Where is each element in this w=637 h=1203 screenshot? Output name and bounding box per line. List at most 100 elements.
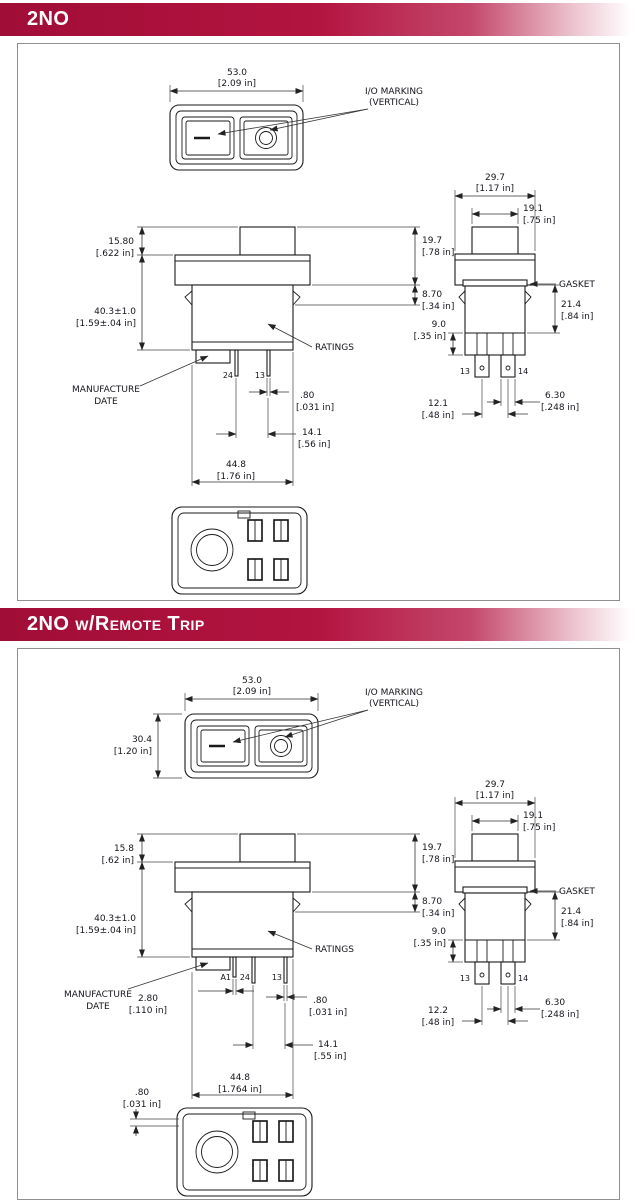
dim-terminal-width-in: [.248 in] <box>541 403 579 413</box>
dim-clip-depth-in: [.34 in] <box>422 302 454 312</box>
actuator-outline-end-rt <box>471 833 519 862</box>
io-marking-label-rt: I/O MARKING <box>365 688 423 698</box>
o-marking-rt <box>270 735 292 757</box>
dim-step-height-rt: 9.0 [.35 in] <box>414 927 463 963</box>
gasket-label-rt: GASKET <box>559 887 595 897</box>
dim-body-height-mm: 21.4 <box>561 300 581 310</box>
dim-terminal-pitch-rt-in: [.55 in] <box>314 1052 346 1062</box>
gasket-callout-rt: GASKET <box>529 887 595 897</box>
manufacture-date-callout: MANUFACTURE DATE <box>72 355 209 407</box>
bottom-view <box>171 506 308 595</box>
dim-step-height-in: [.35 in] <box>414 332 446 342</box>
mounting-clip-left <box>184 290 193 306</box>
terminal-a1-blade <box>232 956 237 978</box>
dim-terminal-thickness-mm: .80 <box>300 391 315 401</box>
dim-front-width-rt-mm: 53.0 <box>242 676 262 686</box>
dim-total-height-rt-in: [1.59±.04 in] <box>76 926 136 936</box>
dim-bezel-height-rt-mm: 19.7 <box>422 843 442 853</box>
date-label-rt: DATE <box>86 1002 110 1012</box>
terminal-a1-label: A1 <box>220 973 231 982</box>
drawing-panel-2no: 53.0 [2.09 in] I/O MARKING (VERTICAL) 24… <box>17 43 620 601</box>
drawing-2no-remote-trip-svg: 53.0 [2.09 in] 30.4 [1.20 in] I/O MARKIN… <box>64 676 595 1197</box>
dim-clip-depth-mm: 8.70 <box>422 290 442 300</box>
terminal-14-label-end-rt: 14 <box>518 974 528 983</box>
dim-clip-depth-rt-mm: 8.70 <box>422 897 442 907</box>
dim-terminal-thickness-rt-in: [.031 in] <box>309 1008 347 1018</box>
base-block-rt <box>195 956 231 971</box>
dim-front-width-in: [2.09 in] <box>218 79 256 89</box>
dim-flange-width-rt: 29.7 [1.17 in] <box>454 780 536 858</box>
section-banner-2no-remote-trip: 2NO w/Remote Trip <box>0 608 637 641</box>
dim-body-height: 21.4 [.84 in] <box>527 284 593 334</box>
dim-body-height-rt: 21.4 [.84 in] <box>527 891 593 941</box>
bottom-tab-rt <box>242 1111 256 1120</box>
gasket-band-rt <box>462 886 528 894</box>
dim-actuator-width: 19.1 [.75 in] <box>471 204 555 226</box>
terminal-13-blade-rt <box>283 956 288 984</box>
body-outline-rt <box>191 891 294 958</box>
dim-terminal-pitch-side-rt: 14.1 [.55 in] <box>233 985 346 1062</box>
front-bezel-outline <box>169 104 304 171</box>
terminal-24-label-rt: 24 <box>240 973 250 982</box>
terminal-24-label: 24 <box>223 371 233 380</box>
dim-step-height: 9.0 [.35 in] <box>414 320 463 356</box>
dim-terminal-thickness-in: [.031 in] <box>296 403 334 413</box>
clip-left-end <box>458 290 466 305</box>
dim-bezel-height: 19.7 [.78 in] <box>297 226 454 286</box>
terminal-13-label-end-rt: 13 <box>460 974 470 983</box>
dim-clip-depth-rt-in: [.34 in] <box>422 909 454 919</box>
dim-actuator-width-rt: 19.1 [.75 in] <box>471 811 555 833</box>
dim-terminal-width-rt: 6.30 [.248 in] <box>487 986 579 1020</box>
dim-actuator-height: 15.80 [.622 in] <box>96 226 238 259</box>
dim-terminal-width-rt-mm: 6.30 <box>545 998 565 1008</box>
dim-terminal-pitch-end-mm: 12.1 <box>428 399 448 409</box>
front-bezel-outline-rt <box>184 713 319 779</box>
dim-actuator-height-rt-in: [.62 in] <box>102 856 134 866</box>
gasket-band <box>462 279 528 287</box>
ratings-callout-rt: RATINGS <box>267 930 354 955</box>
dim-terminal-pitch-end: 12.1 [.48 in] <box>422 379 528 421</box>
io-marking-label-rt-2: (VERTICAL) <box>369 699 419 709</box>
dim-total-height: 40.3±1.0 [1.59±.04 in] <box>76 254 190 351</box>
actuator-outline <box>239 226 296 256</box>
dim-front-width-rt: 53.0 [2.09 in] <box>184 676 319 711</box>
dim-terminal-pitch-rt-mm: 14.1 <box>318 1040 338 1050</box>
dim-front-width-mm: 53.0 <box>227 68 247 78</box>
dim-a1-width-mm: 2.80 <box>138 994 158 1004</box>
dim-flange-width-in: [1.17 in] <box>476 184 514 194</box>
dim-bezel-height-rt: 19.7 [.78 in] <box>297 833 454 893</box>
terminal-13-label-end: 13 <box>460 367 470 376</box>
dim-actuator-width-in: [.75 in] <box>523 216 555 226</box>
terminal-13-label-rt: 13 <box>272 973 282 982</box>
dim-front-height-rt-mm: 30.4 <box>132 735 152 745</box>
bottom-boss-rt <box>195 1130 239 1174</box>
body-outline <box>191 284 294 351</box>
dim-actuator-height-in: [.622 in] <box>96 249 134 259</box>
dim-body-width-mm: 44.8 <box>226 460 246 470</box>
dim-front-width-rt-in: [2.09 in] <box>233 687 271 697</box>
ratings-label: RATINGS <box>315 343 354 353</box>
dim-body-height-rt-mm: 21.4 <box>561 907 581 917</box>
dim-body-width-rt: 44.8 [1.764 in] <box>191 959 294 1099</box>
dim-actuator-width-mm: 19.1 <box>523 204 543 214</box>
end-view-rt: 13 14 <box>454 833 536 985</box>
section-banner-2no: 2NO <box>0 3 637 36</box>
rocker-o-rt <box>254 725 308 767</box>
gasket-label: GASKET <box>559 280 595 290</box>
dim-terminal-thickness-rt: .80 [.031 in] <box>266 985 347 1018</box>
dim-bezel-height-mm: 19.7 <box>422 236 442 246</box>
dim-terminal-pitch-in: [.56 in] <box>298 440 330 450</box>
io-marking-label: I/O MARKING <box>365 87 423 97</box>
mounting-clip-right <box>292 290 301 306</box>
dim-terminal-pitch-side: 14.1 [.56 in] <box>216 378 330 450</box>
dim-clip-depth: 8.70 [.34 in] <box>295 284 454 312</box>
clip-left-end-rt <box>458 897 466 912</box>
base-block <box>195 349 231 364</box>
dim-actuator-width-rt-mm: 19.1 <box>523 811 543 821</box>
gasket-callout: GASKET <box>529 280 595 290</box>
manufacture-date-callout-rt: MANUFACTURE DATE <box>64 962 209 1012</box>
dim-total-height-rt-mm: 40.3±1.0 <box>94 914 136 924</box>
ratings-label-rt: RATINGS <box>315 945 354 955</box>
front-view <box>169 104 304 171</box>
o-marking <box>255 127 277 149</box>
